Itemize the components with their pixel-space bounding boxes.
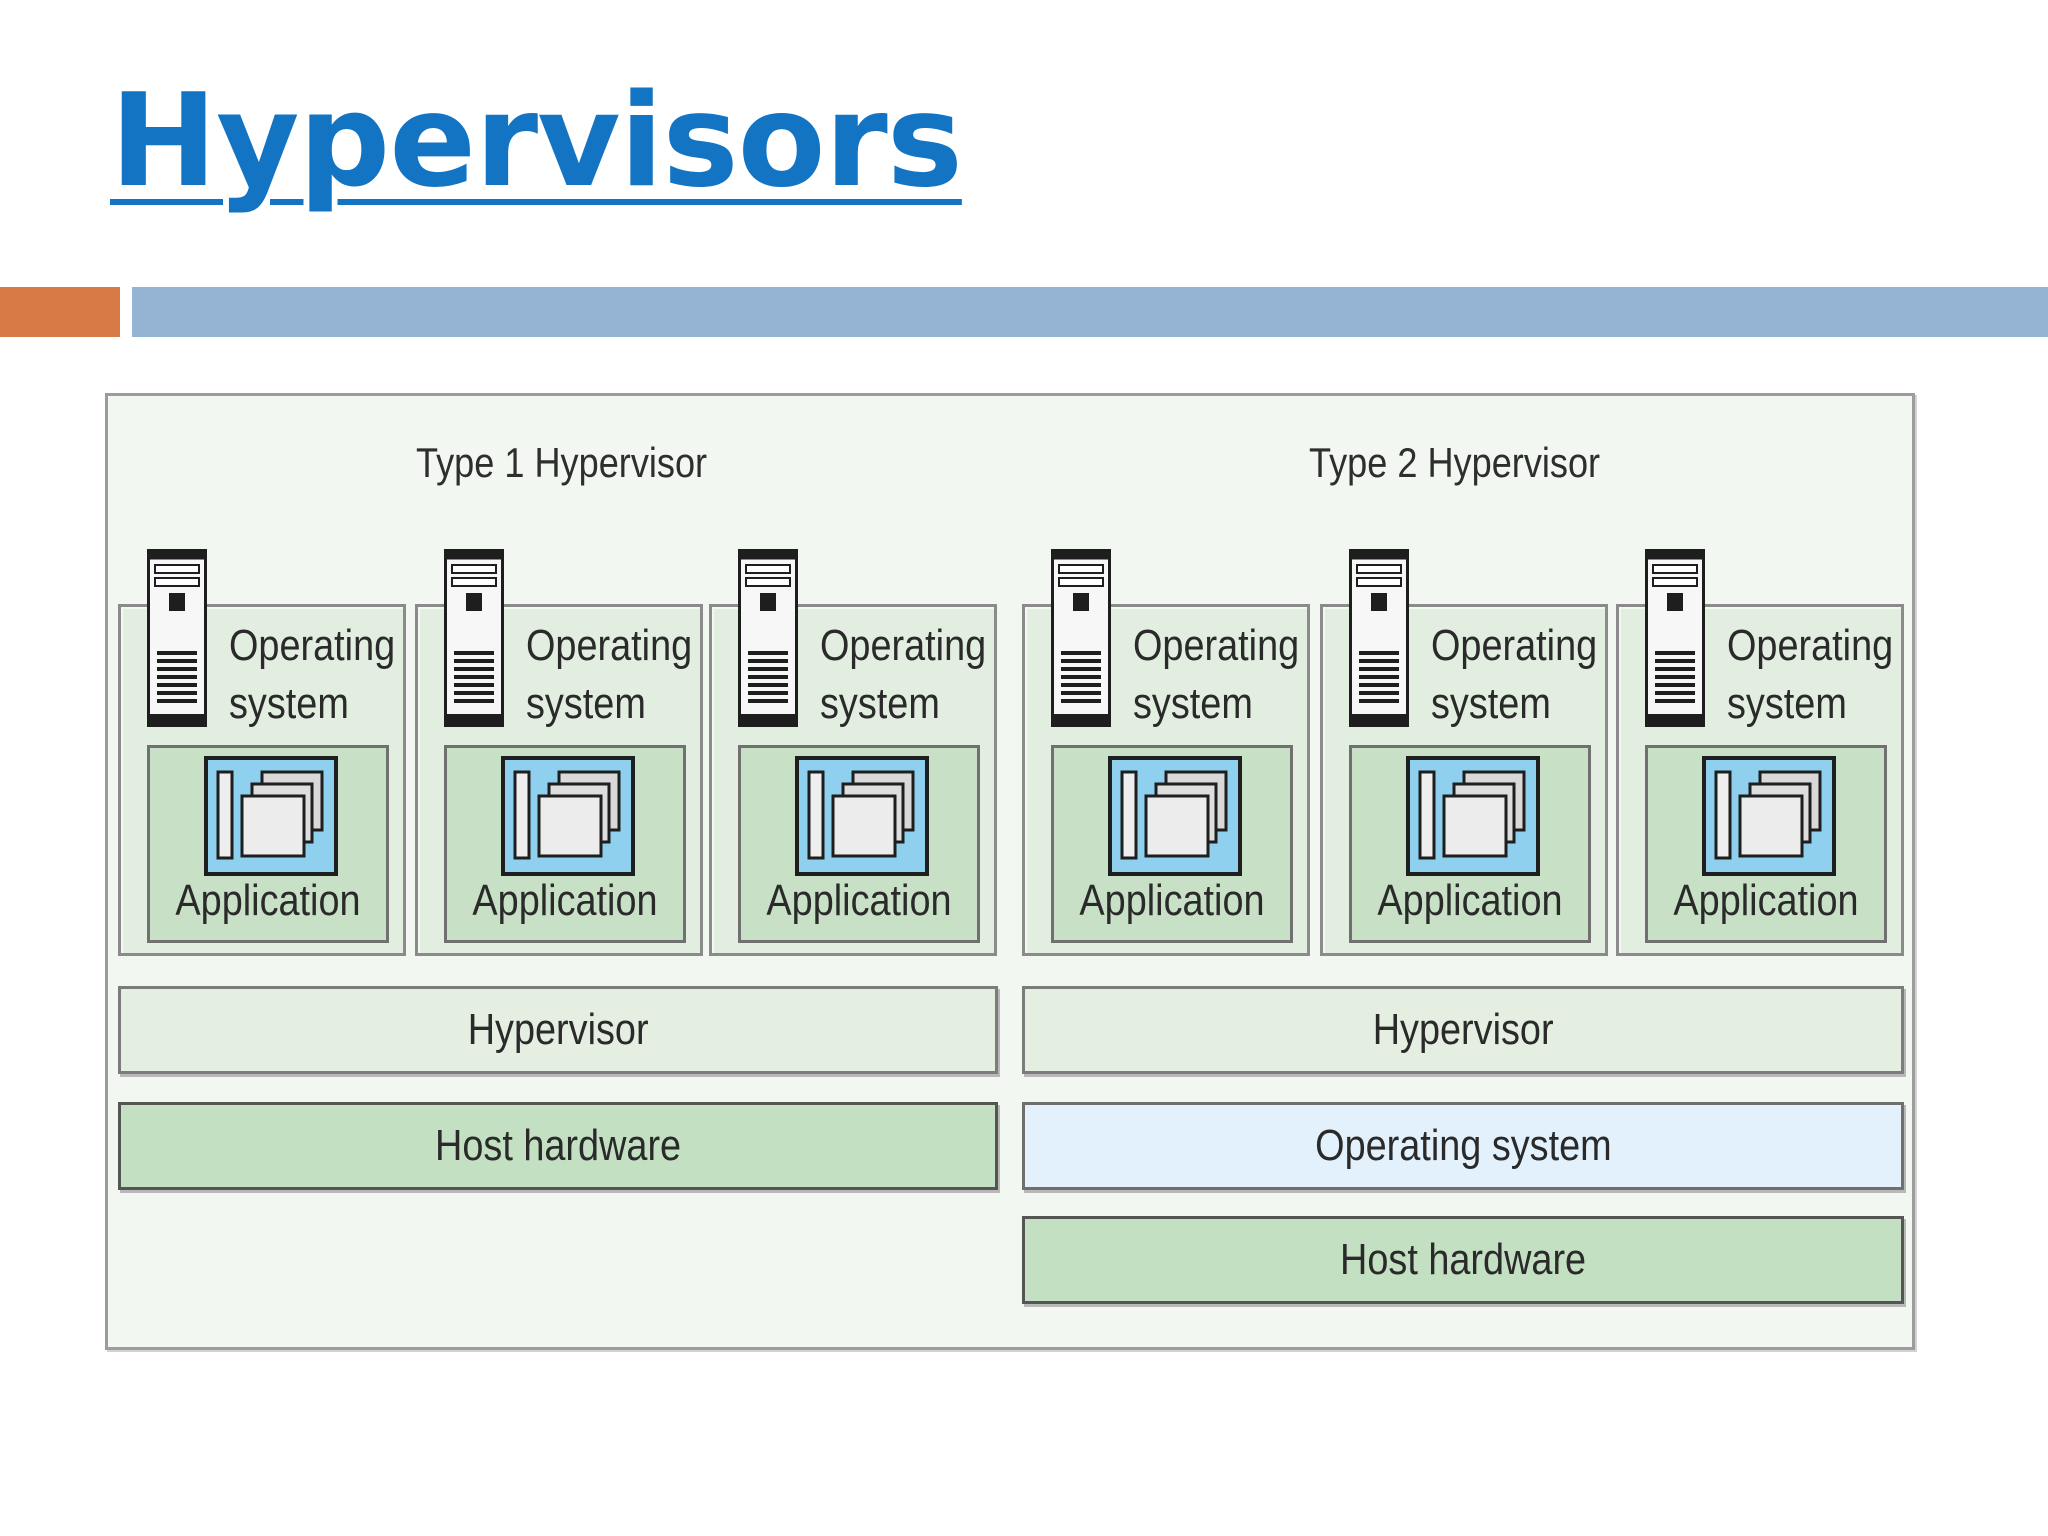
application-label: Application — [1079, 876, 1265, 925]
server-tower-icon — [1051, 549, 1111, 727]
type2-hypervisor-layer: Hypervisor — [1022, 986, 1904, 1074]
accent-bar-orange — [0, 287, 120, 337]
type2-host-hardware-layer: Host hardware — [1022, 1216, 1904, 1304]
server-tower-icon — [1349, 549, 1409, 727]
application-windows-icon — [1702, 756, 1836, 876]
application-box: Application — [738, 745, 980, 943]
type1-heading: Type 1 Hypervisor — [416, 439, 708, 486]
layer-label: Operating system — [1314, 1121, 1612, 1170]
application-label: Application — [766, 876, 952, 925]
layer-label: Hypervisor — [467, 1005, 649, 1054]
hypervisor-diagram: Type 1 Hypervisor Type 2 Hypervisor Oper… — [105, 393, 1915, 1350]
page-title: Hypervisors — [110, 67, 963, 216]
application-windows-icon — [1406, 756, 1540, 876]
application-windows-icon — [795, 756, 929, 876]
server-tower-icon — [147, 549, 207, 727]
accent-bar-blue — [132, 287, 2048, 337]
server-tower-icon — [444, 549, 504, 727]
layer-label: Host hardware — [434, 1121, 682, 1170]
application-label: Application — [472, 876, 658, 925]
application-box: Application — [1051, 745, 1293, 943]
application-box: Application — [444, 745, 686, 943]
type2-heading: Type 2 Hypervisor — [1309, 439, 1601, 486]
application-windows-icon — [1108, 756, 1242, 876]
layer-label: Hypervisor — [1372, 1005, 1554, 1054]
application-box: Application — [1645, 745, 1887, 943]
application-windows-icon — [204, 756, 338, 876]
application-windows-icon — [501, 756, 635, 876]
application-label: Application — [1377, 876, 1563, 925]
application-label: Application — [1673, 876, 1859, 925]
type1-host-hardware-layer: Host hardware — [118, 1102, 998, 1190]
application-label: Application — [175, 876, 361, 925]
server-tower-icon — [738, 549, 798, 727]
type2-host-os-layer: Operating system — [1022, 1102, 1904, 1190]
application-box: Application — [1349, 745, 1591, 943]
server-tower-icon — [1645, 549, 1705, 727]
application-box: Application — [147, 745, 389, 943]
type1-hypervisor-layer: Hypervisor — [118, 986, 998, 1074]
layer-label: Host hardware — [1339, 1235, 1587, 1284]
